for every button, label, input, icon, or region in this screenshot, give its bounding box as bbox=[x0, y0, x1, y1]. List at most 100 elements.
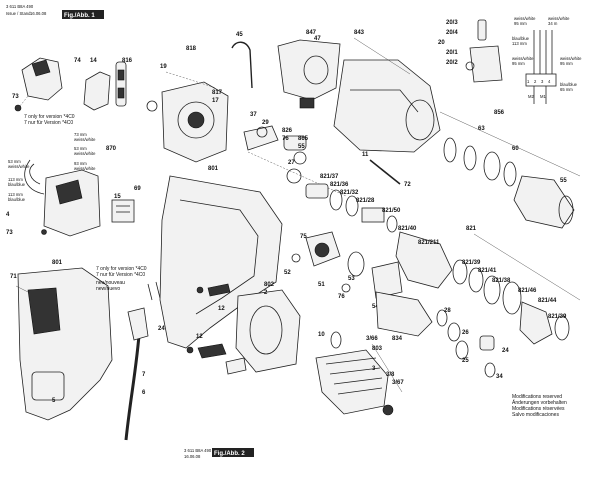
wire-label-1: weiss/white bbox=[74, 137, 96, 142]
part-802: 802 bbox=[264, 282, 275, 288]
mod-line-1: Änderungen vorbehalten bbox=[512, 399, 567, 406]
wr-term-2: 2 bbox=[534, 79, 537, 84]
part-821-32-shape bbox=[345, 195, 359, 217]
footer-fig-label: Fig./Abb. 2 bbox=[214, 451, 245, 457]
part-834-shape bbox=[375, 291, 433, 337]
stator-802-shape bbox=[235, 289, 301, 373]
wr-m1: M1 bbox=[540, 94, 546, 99]
washer-shape bbox=[463, 145, 477, 171]
part-73b: 73 bbox=[6, 230, 13, 236]
pin-72-shape bbox=[369, 159, 401, 185]
lower-gear-row: 834 28 26 25 34 24 bbox=[375, 291, 509, 380]
part-4: 4 bbox=[6, 212, 10, 218]
part-821-39-shape bbox=[452, 259, 468, 285]
part-3-67: 3/8 bbox=[386, 372, 395, 378]
wire-label-11: weiss/white bbox=[74, 166, 96, 171]
switch-housing-shape bbox=[21, 57, 63, 101]
part-821-36: 821/36 bbox=[330, 182, 349, 188]
part-821-37-shape bbox=[305, 183, 329, 199]
part-69: 69 bbox=[134, 186, 141, 192]
part-821-39: 821/39 bbox=[462, 260, 481, 266]
part-51-hub bbox=[314, 242, 330, 258]
part-12a: 12 bbox=[218, 306, 225, 312]
clip-45-shape bbox=[231, 41, 253, 89]
version-note-2c: neu/nouveau bbox=[96, 280, 125, 286]
part-14a: 14 bbox=[90, 58, 97, 64]
handle-housing: 801 71 5 bbox=[10, 260, 113, 421]
part-821-37: 821/37 bbox=[320, 174, 339, 180]
leader-803 bbox=[371, 343, 403, 393]
housing-801-inner bbox=[179, 199, 259, 315]
ring-63-shape bbox=[483, 151, 501, 181]
leader-19 bbox=[165, 71, 217, 89]
selector-ring bbox=[465, 61, 475, 71]
wr-term-3: 3 bbox=[541, 79, 544, 84]
part-45: 45 bbox=[236, 32, 243, 38]
handle-grip-shape bbox=[27, 287, 61, 335]
part-821-46-shape bbox=[502, 281, 522, 315]
part-847-shape bbox=[277, 39, 341, 101]
footer-issue-date: 16.06.08 bbox=[184, 454, 201, 459]
part-26: 26 bbox=[462, 330, 469, 336]
wire-label-9: blau/blue bbox=[8, 197, 26, 202]
gear-cluster: 75 51 52 53 76 54 bbox=[284, 231, 403, 310]
leader-843 bbox=[353, 37, 411, 75]
part-10: 5 bbox=[52, 398, 56, 404]
part-76: 76 bbox=[282, 136, 289, 142]
selector-body bbox=[469, 45, 503, 83]
part-71: 71 bbox=[10, 274, 17, 280]
version-note-1b: 7 nur für Version *4C0 bbox=[24, 120, 73, 126]
part-826-shape bbox=[283, 135, 307, 151]
part-52: 52 bbox=[284, 270, 291, 276]
part-821-41: 821/41 bbox=[478, 268, 497, 274]
part-3-8: 3 bbox=[372, 366, 376, 372]
part-20-4: 20/4 bbox=[446, 30, 458, 36]
chuck-assembly: 856 63 60 55 bbox=[439, 110, 581, 229]
ring-shape bbox=[146, 100, 158, 112]
chuck-front bbox=[558, 195, 574, 225]
part-19: 19 bbox=[160, 64, 167, 70]
terminal-block bbox=[525, 73, 557, 87]
wire-label-5: blau/blue bbox=[8, 182, 26, 187]
part-816: 816 bbox=[122, 58, 133, 64]
part-821-44: 821/44 bbox=[538, 298, 557, 304]
issue-date: 16.06.08 bbox=[30, 11, 47, 16]
leader-71 bbox=[15, 285, 29, 293]
brush-holder-shape bbox=[115, 61, 127, 107]
version-note-1a: 7 only for version *4C0 bbox=[24, 114, 75, 120]
part-821-38-shape bbox=[483, 275, 501, 305]
part-821-28: 821/28 bbox=[356, 198, 375, 204]
housing-left-shell: 801 bbox=[159, 166, 283, 349]
flange-bearing bbox=[187, 111, 205, 129]
part-63: 63 bbox=[478, 126, 485, 132]
part-76b: 76 bbox=[338, 294, 345, 300]
armature-bearing bbox=[382, 404, 394, 416]
spindle-upper-row: 37 29 826 76 865 55 bbox=[243, 112, 347, 197]
wr-label-6: weiss/white bbox=[512, 56, 534, 61]
fig-label-box bbox=[62, 10, 104, 19]
wr-label-0: weiss/white bbox=[514, 16, 536, 21]
part-55a: 55 bbox=[298, 144, 305, 150]
leader-856 bbox=[439, 111, 581, 177]
spring-shape bbox=[443, 137, 457, 163]
part-15: 15 bbox=[114, 194, 121, 200]
part-821-36-shape bbox=[329, 189, 343, 211]
part-821-50: 821/50 bbox=[382, 208, 401, 214]
wr-label-9: 95 mm bbox=[560, 61, 573, 66]
wire-label-10: 93 mm bbox=[74, 161, 87, 166]
part-821-39b-shape bbox=[554, 315, 570, 341]
part-821-40: 821/40 bbox=[398, 226, 417, 232]
housing-801-shape bbox=[159, 175, 283, 349]
part-3-66: 10 bbox=[318, 332, 325, 338]
part-821-32: 821/32 bbox=[340, 190, 359, 196]
part-821-41-shape bbox=[468, 267, 484, 293]
wr-term-1: 1 bbox=[527, 79, 530, 84]
stator-bore bbox=[249, 305, 283, 355]
fig-label: Fig./Abb. 1 bbox=[64, 13, 95, 19]
header-block: 3 611 B8A 490 Issue / Stand 16.06.08 Fig… bbox=[6, 4, 104, 19]
part-843: 843 bbox=[354, 30, 365, 36]
part-5: 6 bbox=[142, 390, 146, 396]
part-24: 24 bbox=[502, 348, 509, 354]
